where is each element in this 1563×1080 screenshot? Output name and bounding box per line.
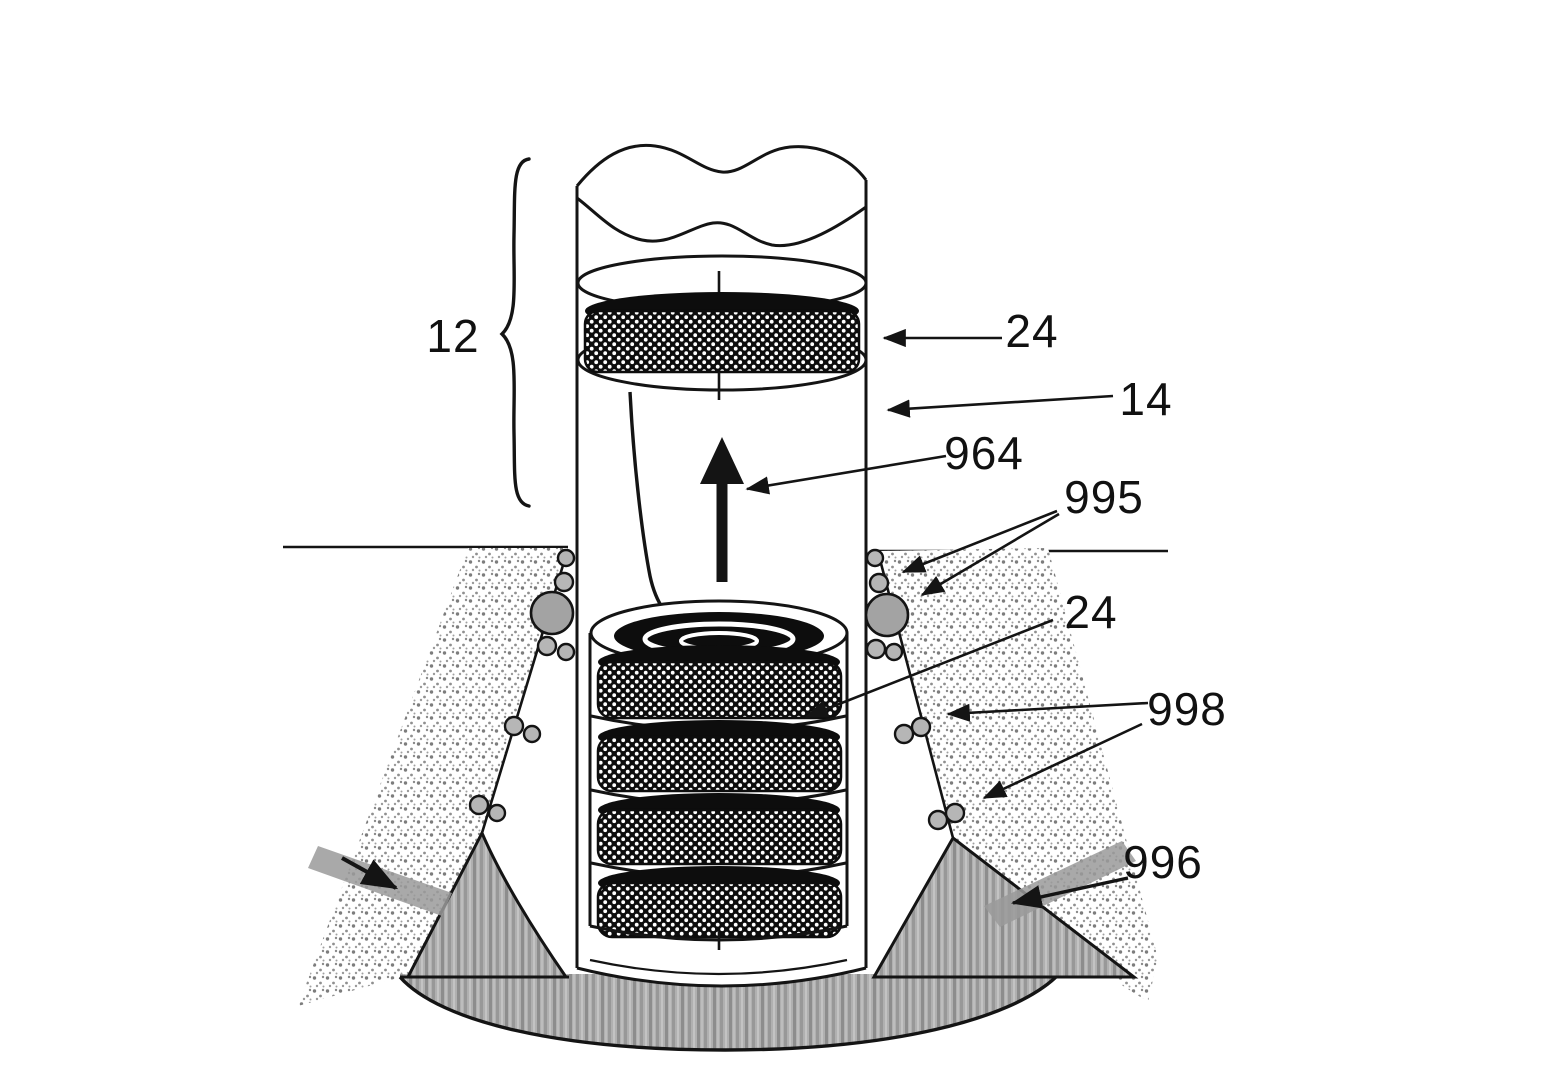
label-996: 996 <box>1123 836 1203 888</box>
break-line <box>576 196 867 248</box>
label-998: 998 <box>1147 683 1227 735</box>
stack-disk-4 <box>596 866 843 939</box>
leader-995-b <box>920 512 1060 597</box>
leader-964 <box>745 454 947 495</box>
brace-12 <box>499 157 531 508</box>
label-14: 14 <box>1119 373 1173 425</box>
label-24-mid: 24 <box>1064 586 1118 638</box>
tool-stack <box>588 599 849 950</box>
stack-disk-2 <box>596 720 843 793</box>
bubbles-right <box>864 548 966 831</box>
leader-24-mid <box>804 618 1054 719</box>
label-964: 964 <box>944 427 1024 479</box>
upward-flow-arrow <box>700 437 744 582</box>
stack-disk-3 <box>596 793 843 866</box>
leader-998-b <box>982 722 1143 800</box>
leader-998-a <box>946 701 1149 722</box>
leader-14 <box>886 394 1114 418</box>
pour-arrow-left <box>341 856 399 890</box>
basin <box>398 974 1058 1052</box>
label-24-top: 24 <box>1005 305 1059 357</box>
top-plug-disk <box>576 254 868 400</box>
leader-995-a <box>901 509 1058 574</box>
soil-stipple-left <box>298 548 567 1006</box>
label-12: 12 <box>426 310 480 362</box>
label-995: 995 <box>1064 471 1144 523</box>
leader-996 <box>1011 876 1129 909</box>
bubbles-left <box>468 548 576 823</box>
stack-disk-1 <box>596 645 843 720</box>
